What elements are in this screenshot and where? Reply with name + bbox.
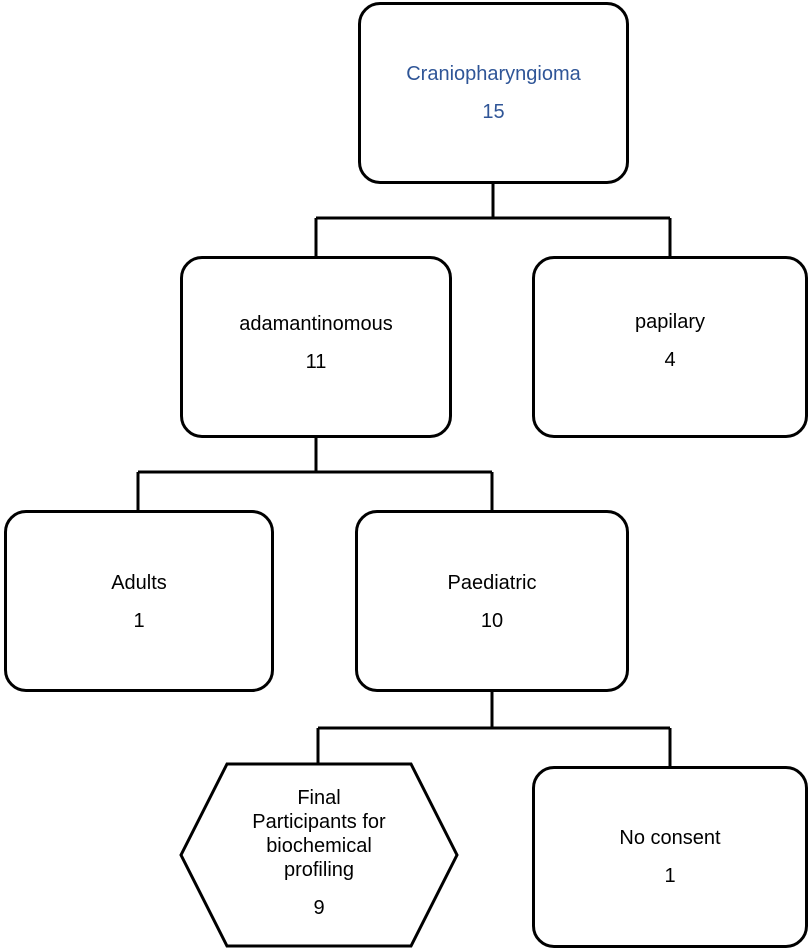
node-adamantinomous: adamantinomous 11 xyxy=(180,256,452,438)
node-label: Final Participants for biochemical profi… xyxy=(252,787,386,881)
node-count: 9 xyxy=(313,897,325,919)
node-label: Craniopharyngioma xyxy=(406,63,581,85)
node-label: Adults xyxy=(111,572,167,594)
connector-paediatric-children xyxy=(316,692,672,766)
connector-root-children xyxy=(314,184,672,256)
node-adults: Adults 1 xyxy=(4,510,274,692)
node-label: adamantinomous xyxy=(239,313,393,335)
node-count: 4 xyxy=(664,349,676,371)
node-craniopharyngioma: Craniopharyngioma 15 xyxy=(358,2,629,184)
hexagon-shape xyxy=(179,762,459,948)
node-paediatric: Paediatric 10 xyxy=(355,510,629,692)
node-count: 15 xyxy=(482,101,505,123)
node-label: No consent xyxy=(619,827,721,849)
node-final-participants: Final Participants for biochemical profi… xyxy=(179,762,459,948)
node-label: Paediatric xyxy=(447,572,537,594)
node-count: 1 xyxy=(133,610,145,632)
node-no-consent: No consent 1 xyxy=(532,766,808,948)
node-text: Final Participants for biochemical profi… xyxy=(229,786,409,920)
node-count: 10 xyxy=(480,610,504,632)
node-papilary: papilary 4 xyxy=(532,256,808,438)
connector-adamantinomous-children xyxy=(136,438,494,510)
node-label: papilary xyxy=(634,311,706,333)
node-count: 1 xyxy=(664,865,676,887)
node-count: 11 xyxy=(305,351,327,373)
